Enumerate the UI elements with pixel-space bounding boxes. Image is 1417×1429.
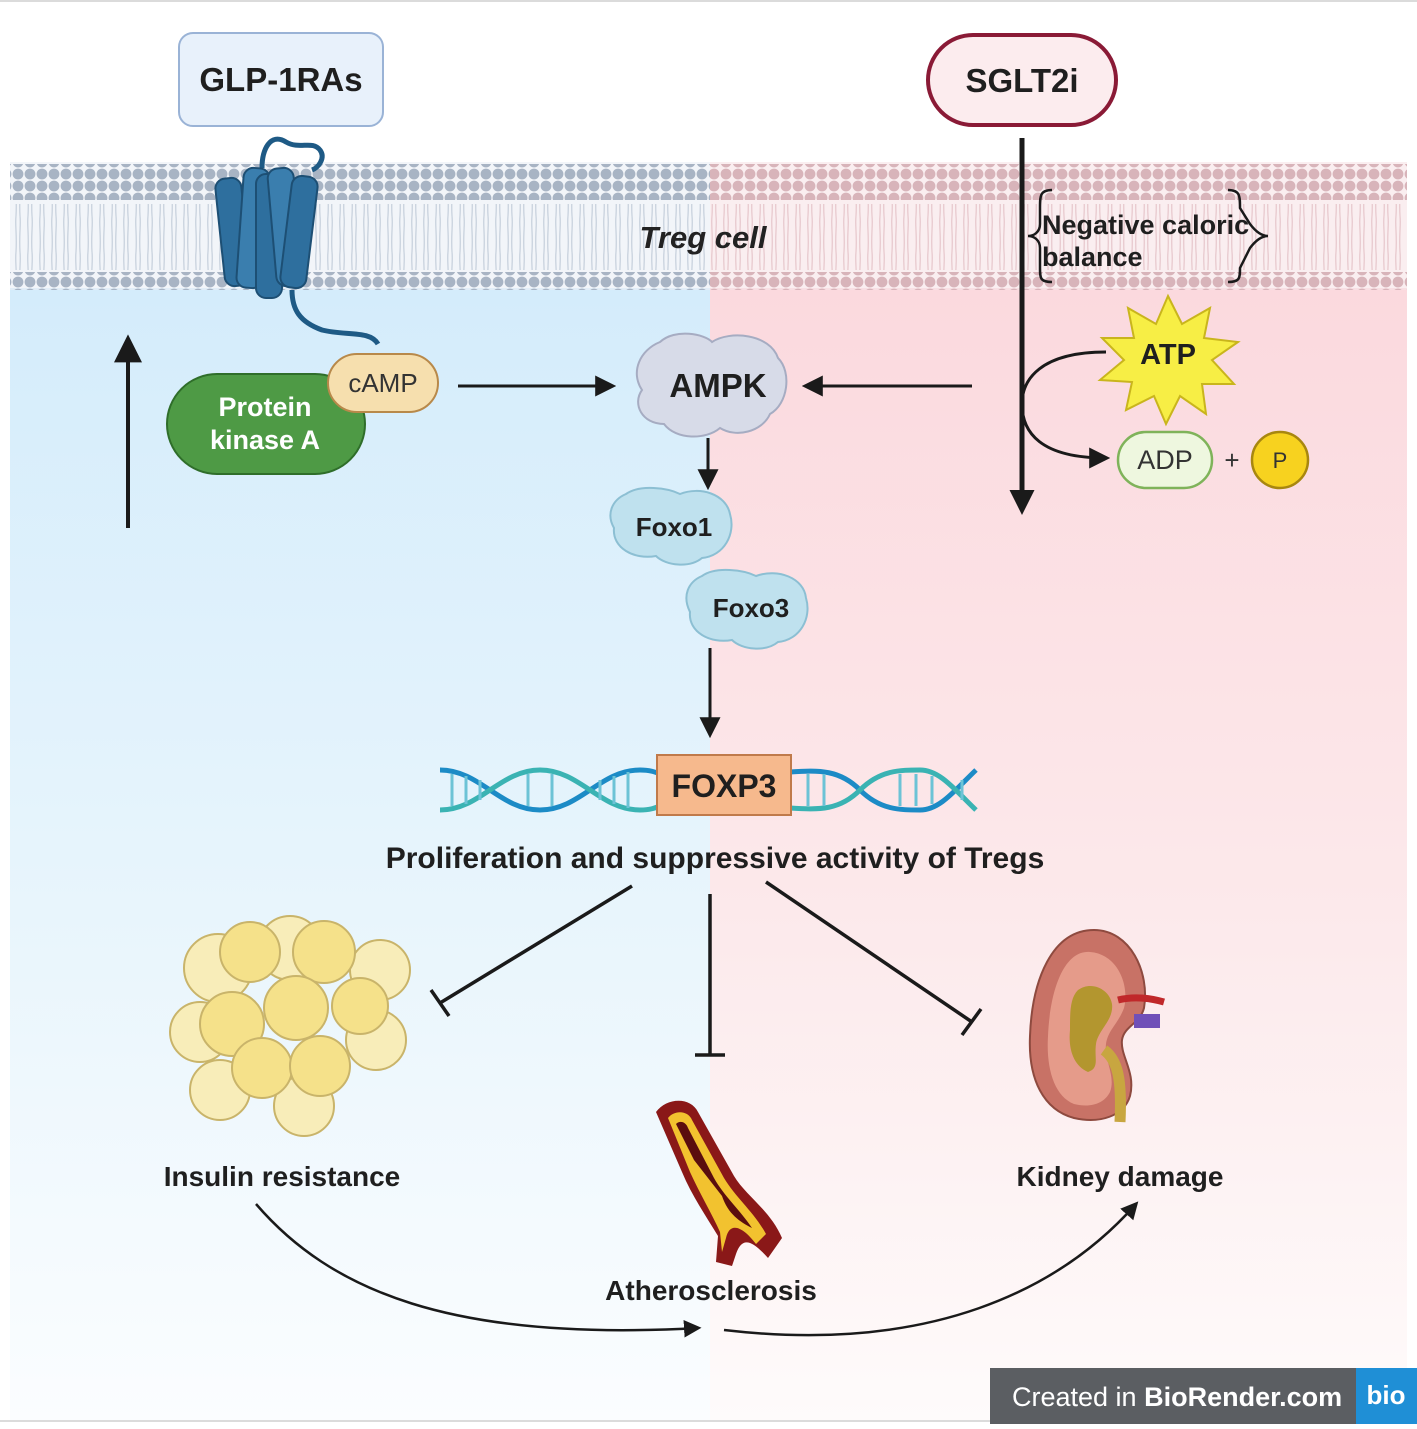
biorender-logo-icon: bio [1367,1380,1406,1410]
adp-label: ADP [1137,445,1193,475]
foxo1-protein: Foxo1 [609,487,733,566]
foxo1-label: Foxo1 [636,512,713,542]
adipocytes-icon [169,915,411,1137]
protein-kinase-a: Protein kinase A [166,373,366,475]
watermark-created-in: Created in [1012,1382,1144,1412]
treg-cell-label: Treg cell [640,220,768,255]
adp-badge: ADP [1116,430,1214,490]
atp-to-adp-arrow [1020,350,1111,469]
inhibit-atherosclerosis [695,894,725,1057]
foxo3-label: Foxo3 [713,593,790,623]
kidney-icon [1028,928,1165,1123]
camp-label: cAMP [348,368,417,398]
sglt2i-box: SGLT2i [926,33,1118,127]
cell-membrane [10,162,1407,290]
pka-label-line2: kinase A [210,425,320,455]
proliferation-label: Proliferation and suppressive activity o… [386,842,1045,875]
biorender-watermark: Created in BioRender.com bio [990,1368,1417,1424]
glp1-receptor-icon [214,136,381,346]
insulin-to-athero-arrow [255,1203,702,1338]
plus-sign: + [1224,445,1239,475]
watermark-brand: BioRender.com [1144,1382,1342,1412]
glp1ras-label: GLP-1RAs [199,61,362,98]
negative-balance-line1: Negative caloric [1042,210,1249,240]
phosphate-label: P [1273,448,1288,473]
negative-balance-braces [1027,188,1269,284]
negative-balance-line2: balance [1042,242,1143,272]
inhibit-kidney-damage [765,880,983,1037]
atherosclerosis-label: Atherosclerosis [605,1275,817,1306]
athero-to-kidney-arrow [723,1201,1139,1337]
dna-helix [439,767,978,813]
ampk-label: AMPK [669,367,766,404]
atp-burst: ATP [1097,293,1241,427]
insulin-resistance-label: Insulin resistance [164,1161,401,1192]
foxp3-label: FOXP3 [672,768,777,804]
watermark-text: Created in BioRender.com [1012,1382,1342,1412]
atp-label: ATP [1140,339,1196,371]
kidney-damage-label: Kidney damage [1017,1161,1224,1192]
foxp3-gene: FOXP3 [656,754,792,816]
glp1ras-box: GLP-1RAs [178,32,384,127]
phosphate-badge: P [1250,430,1310,490]
pka-label-line1: Protein [218,392,311,422]
artery-plaque-icon [656,1100,782,1266]
inhibit-insulin-resistance [429,884,633,1017]
camp-badge: cAMP [327,353,439,413]
foxo3-protein: Foxo3 [685,569,809,650]
sglt2i-label: SGLT2i [965,62,1078,99]
ampk-protein: AMPK [635,332,788,438]
